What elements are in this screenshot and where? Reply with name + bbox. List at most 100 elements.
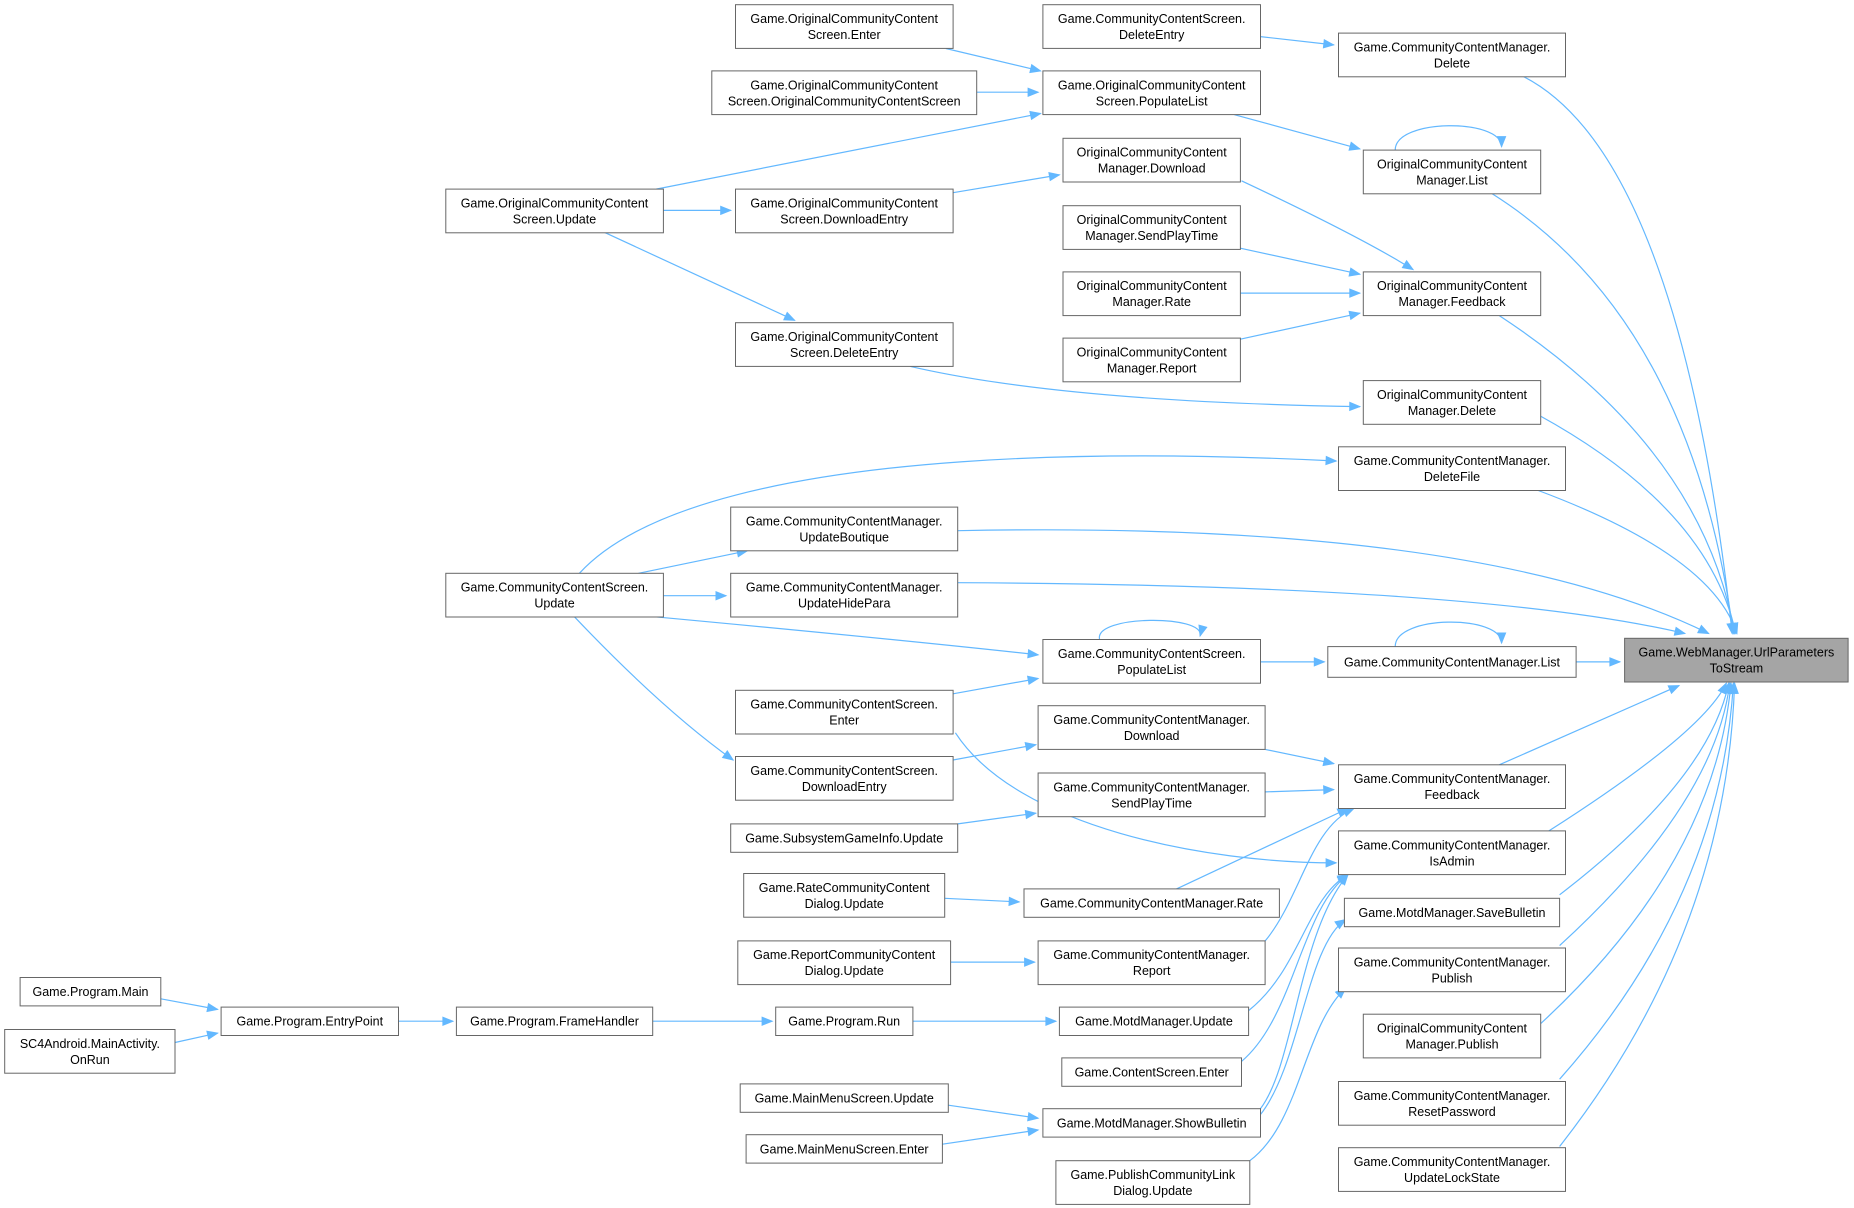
node-prog-frame[interactable]: Game.Program.FrameHandler: [455, 1006, 654, 1036]
node-ccm-download[interactable]: Game.CommunityContentManager.Download: [1037, 705, 1266, 750]
arrowhead-icon: [1609, 657, 1622, 667]
node-prog-main[interactable]: Game.Program.Main: [19, 977, 162, 1007]
node-ccm-rate[interactable]: Game.CommunityContentManager.Rate: [1023, 888, 1280, 918]
node-ocs-update[interactable]: Game.OriginalCommunityContentScreen.Upda…: [445, 188, 664, 234]
arrowhead-icon: [1348, 267, 1362, 277]
node-label: DeleteEntry: [1119, 28, 1185, 42]
node-ccm-deletefile[interactable]: Game.CommunityContentManager.DeleteFile: [1338, 446, 1566, 491]
node-ccs-update[interactable]: Game.CommunityContentScreen.Update: [445, 572, 664, 618]
node-label: Screen.Enter: [808, 28, 881, 42]
node-ccs-enter[interactable]: Game.CommunityContentScreen.Enter: [735, 689, 954, 735]
edge-ccs_enter-to-ccs_populate: [952, 675, 1040, 695]
node-label: Game.WebManager.UrlParameters: [1639, 646, 1835, 660]
edge-ccm_deletefile-to-root: [1538, 489, 1739, 635]
node-box: [1042, 639, 1262, 684]
node-ocs-download[interactable]: Game.OriginalCommunityContentScreen.Down…: [735, 188, 954, 234]
node-ccm-publish[interactable]: Game.CommunityContentManager.Publish: [1338, 947, 1566, 993]
node-cs-enter[interactable]: Game.ContentScreen.Enter: [1061, 1057, 1243, 1087]
node-label: Game.Program.EntryPoint: [237, 1015, 384, 1029]
node-ccs-deleteentry[interactable]: Game.CommunityContentScreen.DeleteEntry: [1042, 4, 1262, 49]
edge-ocs_enter-to-ocs_populate: [945, 47, 1042, 74]
node-mms-update[interactable]: Game.MainMenuScreen.Update: [739, 1083, 949, 1113]
edge-line: [1240, 247, 1360, 275]
edge-line: [656, 112, 1041, 190]
edge-prog_run-to-motd_update: [912, 1016, 1058, 1026]
node-box: [1338, 446, 1566, 491]
node-ccm-boutique[interactable]: Game.CommunityContentManager.UpdateBouti…: [730, 506, 959, 552]
node-sc4-onrun[interactable]: SC4Android.MainActivity.OnRun: [4, 1029, 176, 1074]
node-box: [1362, 271, 1542, 317]
node-ccm-report[interactable]: Game.CommunityContentManager.Report: [1037, 940, 1266, 986]
edge-line: [1498, 315, 1736, 634]
node-ocm-sendplay[interactable]: OriginalCommunityContentManager.SendPlay…: [1062, 205, 1241, 250]
edge-line: [1394, 125, 1503, 151]
arrowhead-icon: [1029, 63, 1042, 74]
edge-motd_save-to-root: [1559, 681, 1732, 896]
node-ccm-isadmin[interactable]: Game.CommunityContentManager.IsAdmin: [1338, 830, 1566, 876]
node-ocs-enter[interactable]: Game.OriginalCommunityContentScreen.Ente…: [735, 4, 954, 49]
node-label: OriginalCommunityContent: [1077, 213, 1228, 227]
edge-line: [1559, 683, 1731, 947]
node-ccm-feedback[interactable]: Game.CommunityContentManager.Feedback: [1338, 764, 1566, 809]
node-label: UpdateHidePara: [798, 597, 890, 611]
node-ccs-populate[interactable]: Game.CommunityContentScreen. PopulateList: [1042, 639, 1262, 684]
node-label: Game.CommunityContentManager.: [1053, 780, 1250, 794]
edge-line: [1265, 748, 1334, 765]
edge-line: [948, 1104, 1039, 1119]
node-motd-show[interactable]: Game.MotdManager.ShowBulletin: [1042, 1108, 1262, 1138]
node-label: SC4Android.MainActivity.: [20, 1037, 160, 1051]
node-label: ResetPassword: [1408, 1105, 1496, 1119]
node-label: Game.CommunityContentScreen.: [1058, 647, 1246, 661]
node-box: [455, 1006, 654, 1036]
arrowhead-icon: [442, 1016, 455, 1026]
edge-motd_show-to-ccm_isadmin: [1259, 873, 1349, 1110]
node-label: Game.OriginalCommunityContent: [461, 197, 649, 211]
node-ccm-lock[interactable]: Game.CommunityContentManager.UpdateLockS…: [1338, 1147, 1566, 1192]
node-ocs-deleteentry[interactable]: Game.OriginalCommunityContentScreen.Dele…: [735, 322, 954, 367]
node-label: Game.CommunityContentManager.: [746, 514, 943, 528]
node-box: [1338, 32, 1566, 78]
arrowhead-icon: [720, 205, 733, 216]
node-mms-enter[interactable]: Game.MainMenuScreen.Enter: [745, 1134, 943, 1164]
arrowhead-icon: [1024, 809, 1038, 820]
node-ccm-reset[interactable]: Game.CommunityContentManager.ResetPasswo…: [1338, 1081, 1566, 1126]
node-box: [745, 1134, 943, 1164]
node-label: PopulateList: [1117, 663, 1186, 677]
node-motd-save[interactable]: Game.MotdManager.SaveBulletin: [1343, 897, 1561, 928]
node-ccm-delete[interactable]: Game.CommunityContentManager.Delete: [1338, 32, 1566, 78]
node-box: [1037, 705, 1266, 750]
node-box: [711, 70, 978, 116]
node-label: Screen.DeleteEntry: [790, 346, 899, 360]
node-ccm-sendplay[interactable]: Game.CommunityContentManager.SendPlayTim…: [1037, 772, 1266, 818]
node-box: [4, 1029, 176, 1074]
edge-pcl_update-to-ccm_publish: [1249, 987, 1347, 1162]
node-box: [735, 756, 954, 801]
node-ccm-list[interactable]: Game.CommunityContentManager.List: [1327, 646, 1577, 678]
node-label: Manager.Publish: [1405, 1038, 1498, 1052]
node-prog-run[interactable]: Game.Program.Run: [775, 1006, 914, 1036]
node-motd-update[interactable]: Game.MotdManager.Update: [1058, 1006, 1250, 1036]
node-label: Game.PublishCommunityLink: [1070, 1168, 1235, 1182]
node-prog-entry[interactable]: Game.Program.EntryPoint: [220, 1006, 399, 1036]
node-ccs-download[interactable]: Game.CommunityContentScreen.DownloadEntr…: [735, 756, 954, 801]
arrowhead-icon: [1496, 136, 1507, 148]
node-ocs-ctor[interactable]: Game.OriginalCommunityContentScreen.Orig…: [711, 70, 978, 116]
node-box: [1062, 337, 1241, 383]
node-sgi-update[interactable]: Game.SubsystemGameInfo.Update: [730, 823, 959, 853]
node-label: Game.MotdManager.ShowBulletin: [1057, 1116, 1247, 1130]
node-ocs-populate[interactable]: Game.OriginalCommunityContentScreen.Popu…: [1042, 70, 1262, 116]
edge-ccm_report-to-ccm_feedback: [1264, 807, 1356, 942]
node-ccm-hidepara[interactable]: Game.CommunityContentManager.UpdateHideP…: [730, 572, 959, 618]
edge-prog_main-to-prog_entry: [160, 998, 219, 1013]
